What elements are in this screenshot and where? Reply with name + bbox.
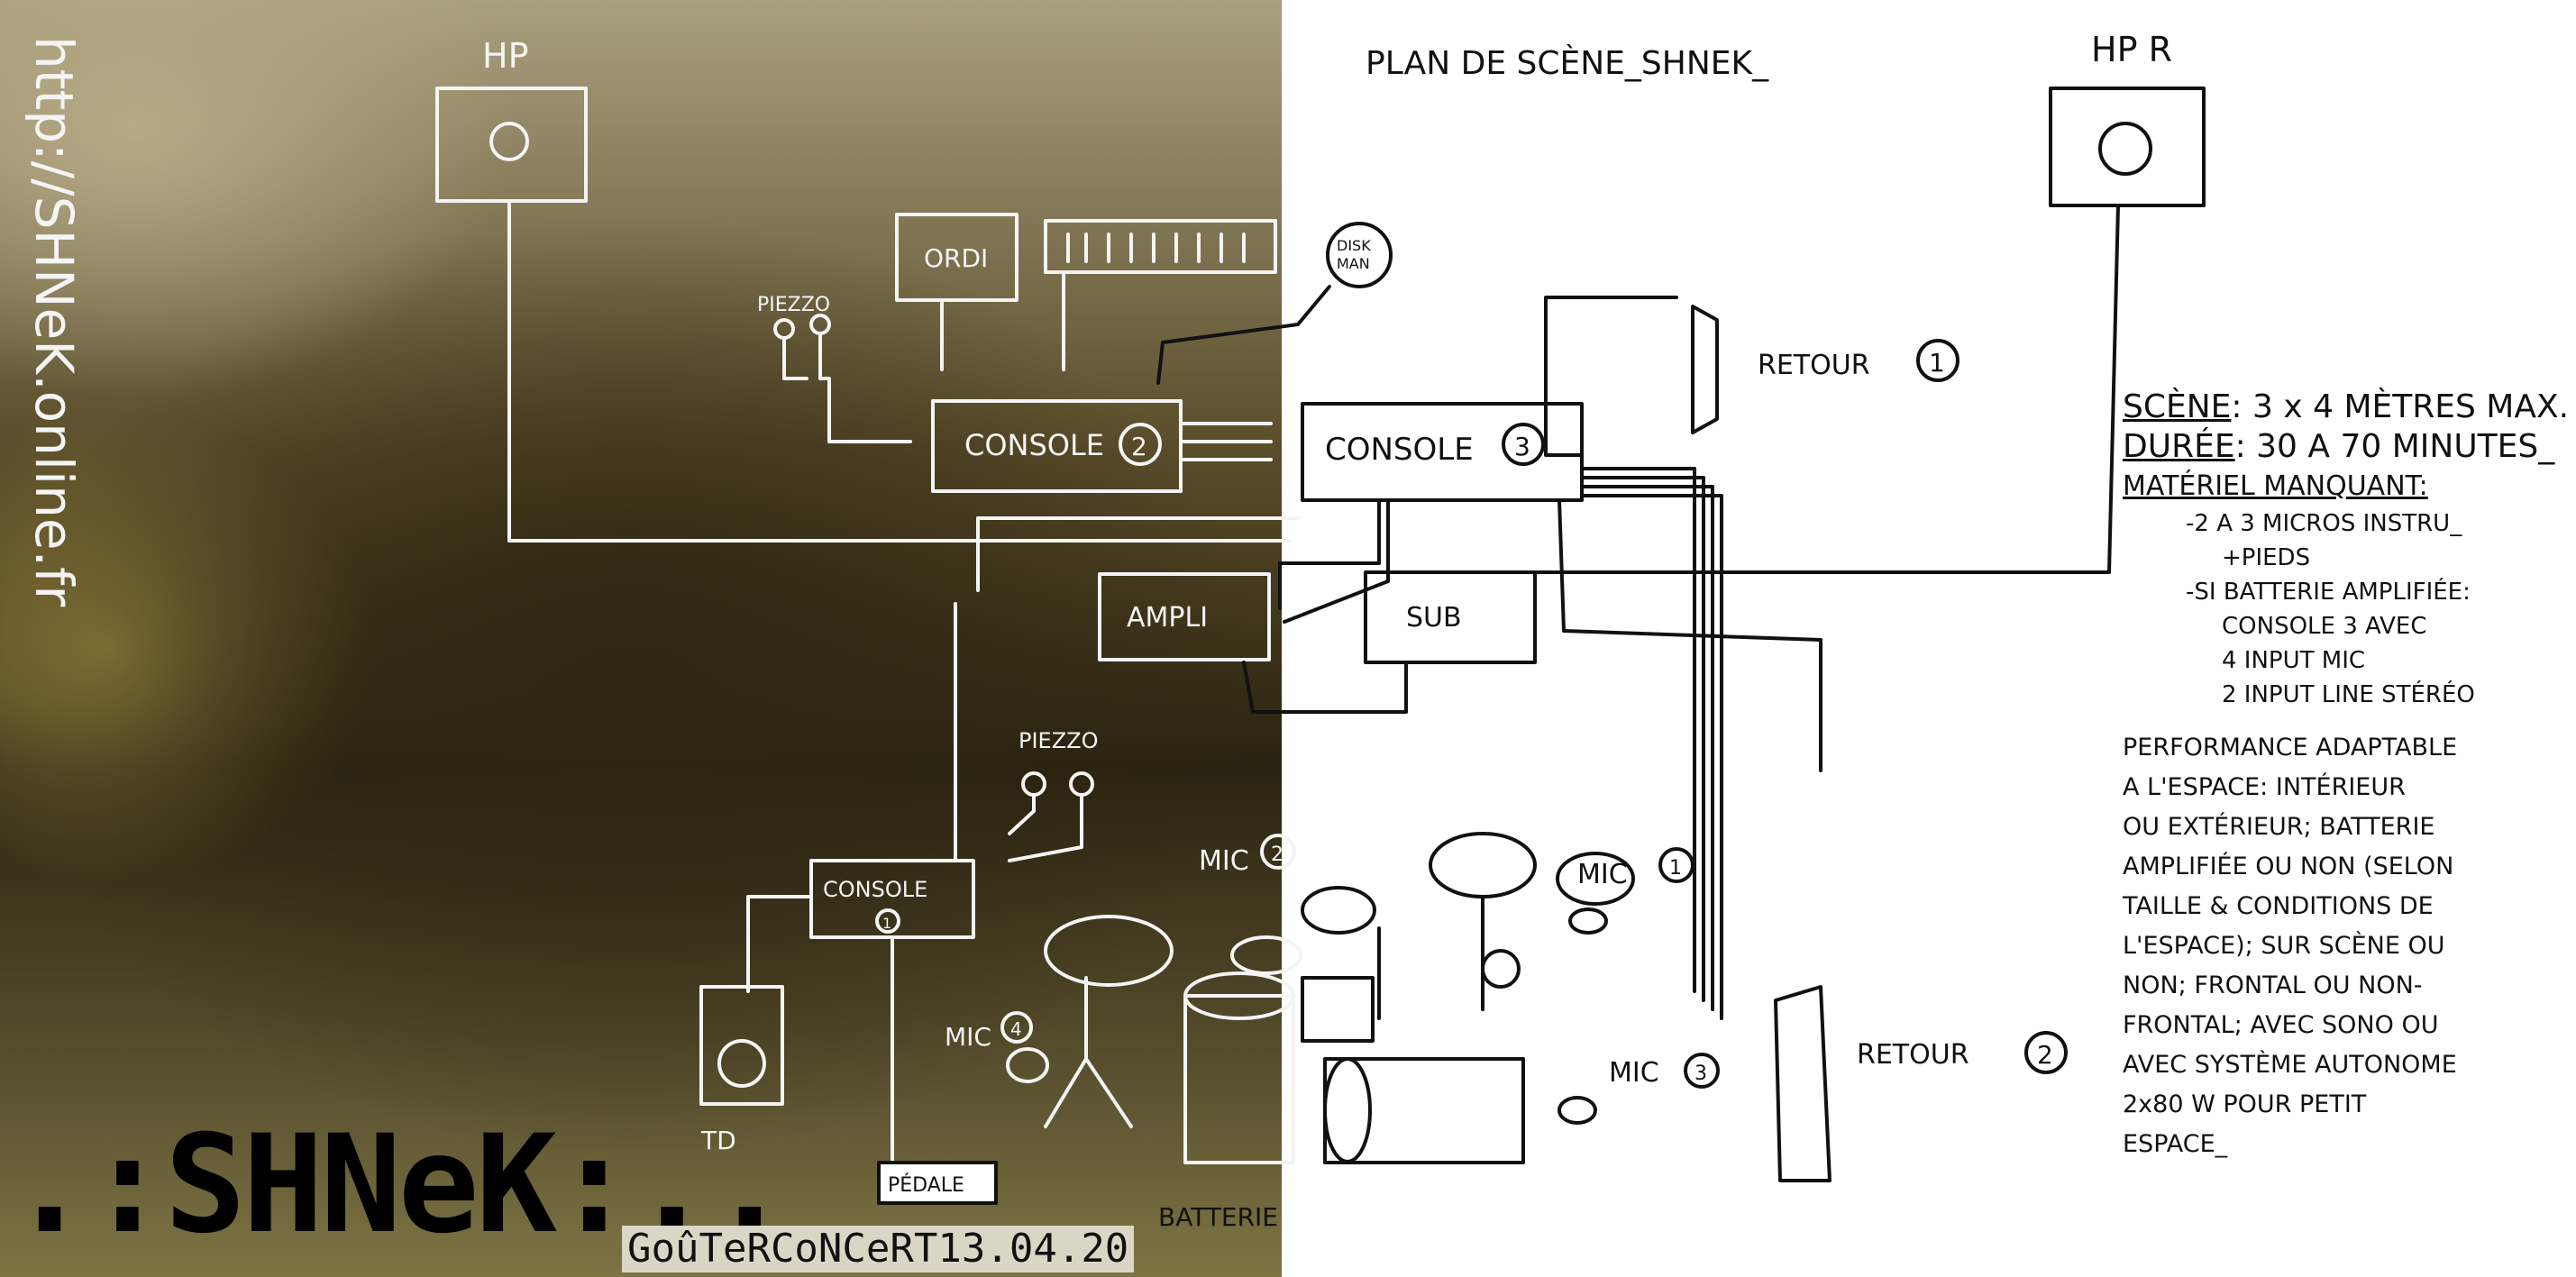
pedale-box: PÉDALE [877,1161,998,1205]
mic-4-label: MIC [945,1022,991,1052]
console-1-number: 1 [882,915,891,932]
retour-2-label: RETOUR [1857,1039,1969,1071]
materiel-line: MATÉRIEL MANQUANT: [2123,467,2564,506]
ampli-label: AMPLI [1127,602,1208,634]
piezzo-top-label: PIEZZO [757,294,830,316]
para-line: A L'ESPACE: INTÉRIEUR [2123,773,2406,801]
console-3: CONSOLE 3 [1301,402,1584,502]
ordi-label: ORDI [924,243,988,273]
mic-3-label: MIC [1609,1057,1659,1089]
piezzo-mid-label: PIEZZO [1019,728,1099,753]
console-1-label: CONSOLE [823,877,927,902]
mic-2-number: 2 [1271,844,1283,866]
retour-2: RETOUR 2 [1774,985,2068,1182]
td-label: TD [700,1126,736,1155]
mic-1-label: MIC [1577,859,1628,890]
para-line: NON; FRONTAL OU NON- [2123,971,2423,999]
piezzo-mid: PIEZZO [1008,728,1099,862]
console-2-label: CONSOLE [964,428,1104,462]
stage-notes: SCÈNE: 3 x 4 MÈTRES MAX. DURÉE: 30 A 70 … [2123,388,2569,1164]
diskman-label-2: MAN [1337,255,1370,272]
mic-1-number: 1 [1669,857,1682,880]
para-line: OU EXTÉRIEUR; BATTERIE [2123,813,2435,841]
scene-value: : 3 x 4 MÈTRES MAX. [2231,388,2570,425]
retour-1: RETOUR 1 [1691,305,1959,434]
console-1: CONSOLE 1 [809,859,975,939]
drum-kit: BATTERIE [1044,832,1635,1232]
piezzo-top: PIEZZO [757,294,912,443]
mic-4: MIC 4 [945,1011,1049,1083]
para-line: AMPLIFIÉE OU NON (SELON [2123,853,2454,880]
speaker-right: HP R [2049,30,2206,207]
mic-2-label: MIC [1199,845,1249,877]
batterie-label: BATTERIE [1158,1202,1278,1232]
retour-1-number: 1 [1929,348,1945,378]
item2c: 4 INPUT MIC [2222,647,2366,674]
diskman-circle: DISK MAN [1326,222,1393,288]
console-2: CONSOLE 2 [931,399,1183,493]
duree-value: : 30 A 70 MINUTES_ [2234,428,2555,465]
para-line: PERFORMANCE ADAPTABLE [2123,734,2458,762]
duree-key: DURÉE [2123,428,2235,465]
speaker-left: HP [435,36,588,203]
console-3-label: CONSOLE [1325,432,1474,468]
para-line: ESPACE_ [2123,1130,2228,1158]
ordi-box: ORDI [895,213,1019,302]
para-line: TAILLE & CONDITIONS DE [2123,892,2434,920]
item1b: +PIEDS [2222,544,2311,571]
retour-1-label: RETOUR [1758,350,1870,381]
speaker-right-label: HP R [2091,30,2172,69]
mic-3: MIC 3 [1557,1053,1720,1125]
para-line: AVEC SYSTÈME AUTONOME [2123,1051,2457,1079]
console-2-number: 2 [1131,432,1147,461]
retour-2-number: 2 [2037,1040,2053,1070]
plan-title: PLAN DE SCÈNE_SHNEK_ [1366,44,1769,82]
materiel-heading: MATÉRIEL MANQUANT: [2123,470,2428,502]
background-photo [0,0,1282,1277]
performance-paragraph: PERFORMANCE ADAPTABLE A L'ESPACE: INTÉRI… [2123,728,2564,1164]
mic-1: MIC 1 [1568,847,1694,935]
sub-box: SUB [1364,570,1537,664]
td-pad: TD [699,985,784,1155]
website-url: http://SHNeK.online.fr [23,36,85,607]
para-line: 2x80 W POUR PETIT [2123,1090,2367,1118]
speaker-left-label: HP [482,36,529,76]
mic-3-number: 3 [1694,1063,1707,1085]
item2a: -SI BATTERIE AMPLIFIÉE: [2186,579,2471,606]
pedale-label: PÉDALE [888,1173,964,1197]
para-line: L'ESPACE); SUR SCÈNE OU [2123,932,2445,960]
scene-line: SCÈNE: 3 x 4 MÈTRES MAX. [2123,388,2569,427]
item1a: -2 A 3 MICROS INSTRU_ [2186,510,2462,537]
keyboard-box [1044,219,1277,274]
para-line: FRONTAL; AVEC SONO OU [2123,1011,2439,1039]
concert-date: GoûTeRCoNCeRT13.04.20 [622,1226,1135,1272]
duree-line: DURÉE: 30 A 70 MINUTES_ [2123,427,2564,467]
sub-label: SUB [1406,602,1462,634]
ampli-box: AMPLI [1098,572,1271,661]
item2b: CONSOLE 3 AVEC [2222,613,2427,640]
mic-4-number: 4 [1010,1018,1022,1040]
item2d: 2 INPUT LINE STÉRÉO [2222,681,2475,708]
mic-2: MIC 2 [1199,834,1296,877]
scene-key: SCÈNE [2123,388,2232,425]
diskman-label-1: DISK [1337,237,1371,254]
console-3-number: 3 [1514,432,1530,461]
